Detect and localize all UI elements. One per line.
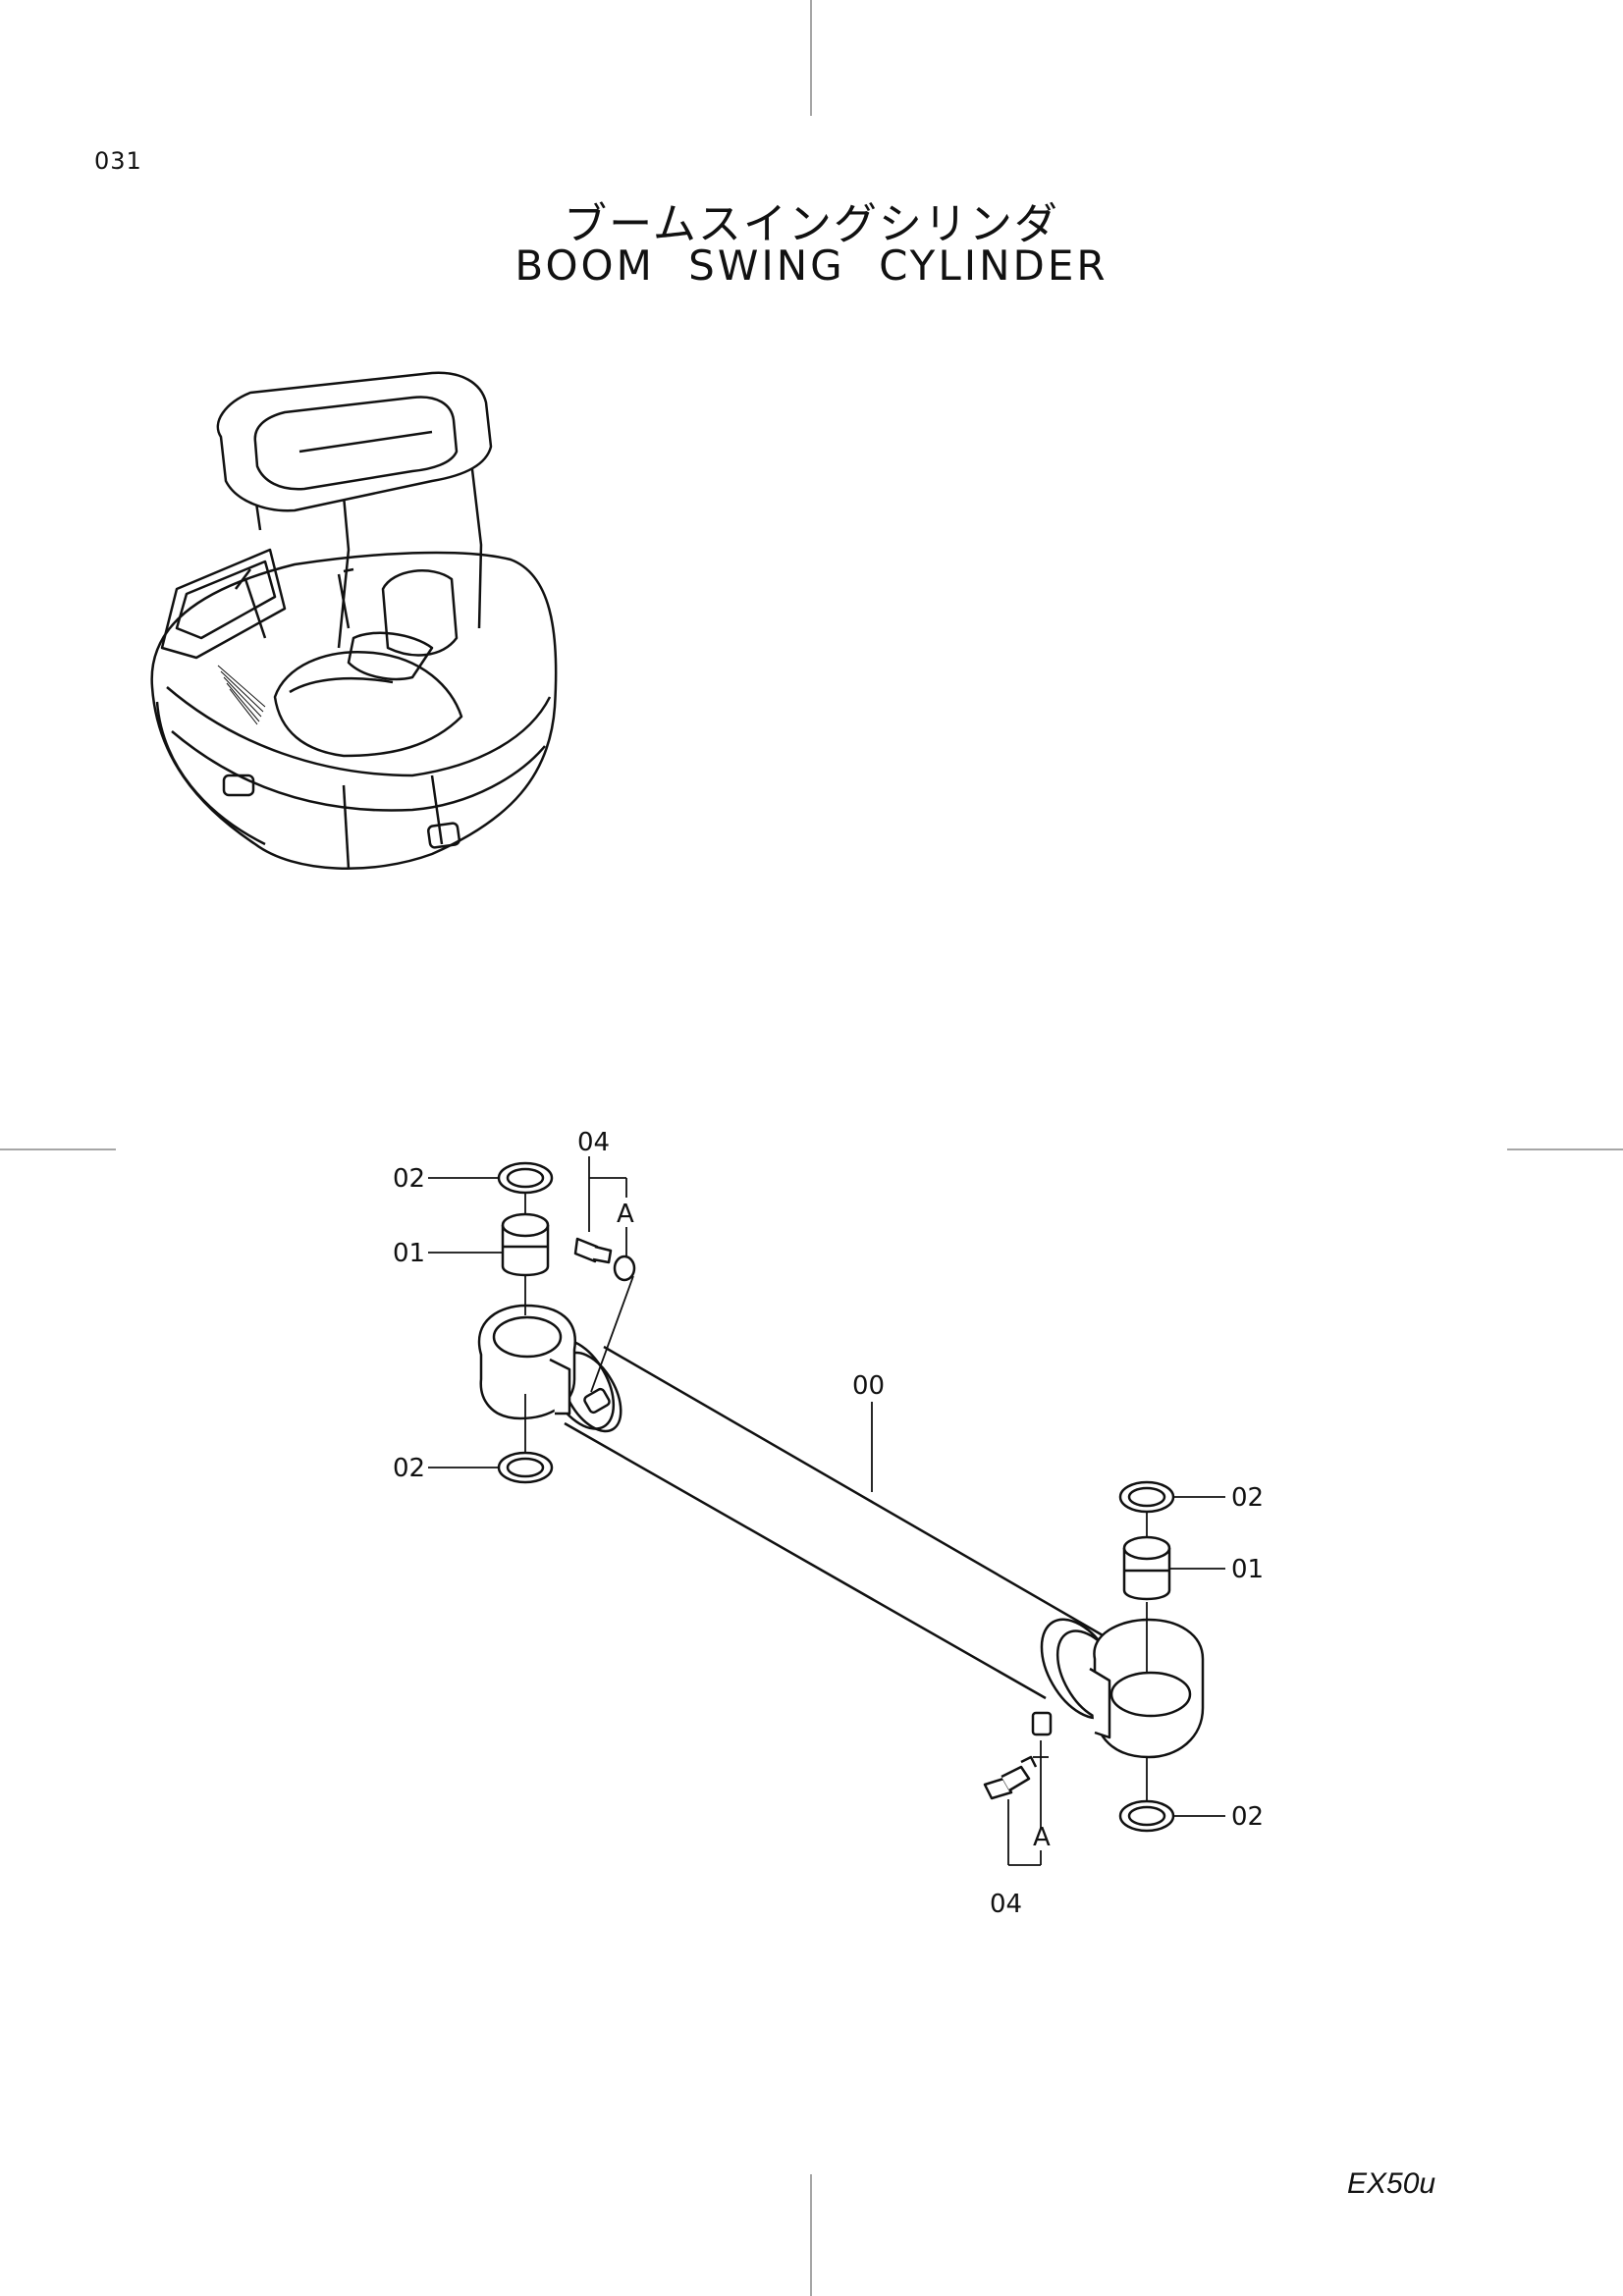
callout-seal-left-top: 02	[393, 1164, 425, 1194]
excavator-overview-icon	[150, 371, 558, 870]
callout-bushing-left: 01	[393, 1239, 425, 1268]
bushing-left	[501, 1212, 550, 1277]
model-code: EX50u	[1347, 2167, 1436, 2200]
callout-seal-right-top: 02	[1231, 1483, 1264, 1513]
callout-bushing-right: 01	[1231, 1555, 1264, 1584]
callout-cylinder-assembly: 00	[852, 1371, 885, 1401]
right-rod-eye	[1089, 1618, 1205, 1759]
bushing-right	[1122, 1535, 1171, 1601]
callout-seal-left-bottom: 02	[393, 1454, 425, 1483]
left-port-fitting	[583, 1387, 611, 1415]
page-title-english: BOOM SWING CYLINDER	[514, 241, 1109, 290]
seal-left-top	[497, 1161, 554, 1195]
seal-right-bottom	[1118, 1799, 1175, 1833]
seal-left-bottom	[497, 1451, 554, 1484]
callout-seal-right-bottom: 02	[1231, 1802, 1264, 1832]
callout-fitting-top: 04	[577, 1128, 610, 1157]
page-number: 031	[94, 147, 142, 175]
fitting-top	[573, 1237, 636, 1282]
boom-swing-cylinder-diagram: 02 01 02 04 A 00 02 01 02 A 04	[393, 1128, 1264, 1919]
leader-lines	[428, 1156, 1225, 1866]
page-title-japanese: ブームスイングシリンダ	[564, 199, 1059, 249]
callout-fitting-bottom: 04	[990, 1890, 1022, 1919]
callout-detail-a-top: A	[617, 1200, 634, 1229]
fitting-bottom	[983, 1755, 1038, 1800]
bottom-port-stub	[1031, 1711, 1053, 1736]
left-rod-eye	[477, 1304, 577, 1420]
seal-right-top	[1118, 1480, 1175, 1514]
cylinder-tube	[543, 1338, 1128, 1722]
callout-detail-a-bottom: A	[1033, 1823, 1051, 1852]
